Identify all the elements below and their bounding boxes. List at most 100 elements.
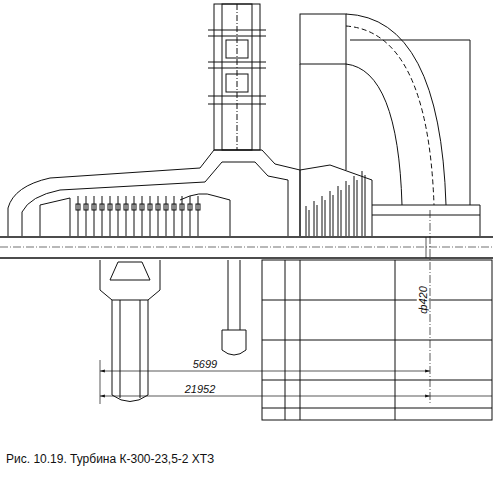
dimension-lines-part [426, 237, 427, 258]
lp-blading-part [314, 201, 315, 236]
hp-blading-part [172, 204, 176, 210]
steam-inlet-stack [208, 4, 266, 150]
crossover-pipe [300, 14, 470, 205]
hp-blading-part [196, 204, 200, 210]
rotor-shaft-part [0, 247, 493, 248]
hp-blading-part [166, 196, 167, 236]
hp-blading-part [198, 196, 199, 236]
front-bearing-part [100, 260, 160, 300]
lp-blading-part [309, 210, 310, 236]
lp-blading-part [346, 181, 347, 236]
crossover-pipe-part [350, 40, 470, 205]
steam-inlet-stack-part [214, 4, 260, 150]
hp-blading-part [78, 196, 79, 236]
hp-blading-part [116, 204, 120, 210]
hp-blading-part [108, 204, 112, 210]
hp-blading [76, 196, 200, 236]
lp-casing-part [300, 165, 372, 236]
hp-blading-part [156, 204, 160, 210]
lp-blading-part [349, 185, 350, 236]
lp-blading-part [322, 196, 323, 236]
lp-blading-part [338, 186, 339, 236]
front-bearing-part [110, 262, 150, 280]
dimension-lines-part [430, 210, 431, 404]
diameter-dimension: ф420 [417, 284, 429, 316]
hp-blading-part [158, 196, 159, 236]
hp-casing [8, 150, 300, 236]
crossover-pipe-part [346, 26, 434, 205]
dimension-lines-part [100, 360, 101, 404]
rotor-shaft [0, 237, 493, 258]
drain-fitting-part [240, 260, 241, 330]
hp-blading-part [86, 196, 87, 236]
hp-blading-part [140, 204, 144, 210]
exhaust-hood-part [262, 408, 492, 409]
crossover-pipe-part [300, 64, 301, 170]
hp-blading-part [182, 196, 183, 236]
crossover-pipe-part [346, 64, 347, 170]
lp-blading-part [333, 195, 334, 236]
rotor-shaft-part [0, 236, 493, 238]
length-dimension: 21952 [183, 383, 218, 395]
length-dimension: 5699 [191, 358, 219, 370]
drain-fitting-part [222, 330, 246, 355]
hp-casing-part [8, 150, 300, 236]
hp-blading-part [132, 204, 136, 210]
lp-casing-part [372, 215, 480, 216]
lp-blading-part [365, 175, 366, 236]
hp-blading-part [92, 204, 96, 210]
lp-blading-part [341, 190, 342, 236]
rotor-shaft-part [0, 257, 493, 259]
hp-casing-part [40, 198, 70, 236]
hp-blading-part [164, 204, 168, 210]
lp-blading-part [330, 191, 331, 236]
steam-inlet-stack-part [222, 4, 252, 150]
steam-inlet-stack-part [208, 36, 266, 37]
lp-blading-part [362, 171, 363, 236]
drain-fitting [222, 260, 246, 355]
hp-blading-part [188, 204, 192, 210]
hp-blading-part [190, 196, 191, 236]
front-bearing [100, 260, 160, 402]
front-bearing-part [140, 300, 141, 398]
figure-caption: Рис. 10.19. Турбина К-300-23,5-2 ХТЗ [6, 452, 214, 466]
steam-inlet-stack-part [237, 4, 238, 150]
hp-blading-part [110, 196, 111, 236]
hp-blading-part [100, 204, 104, 210]
hp-blading-part [84, 204, 88, 210]
lp-blading-part [306, 206, 307, 236]
hp-blading-part [76, 204, 80, 210]
front-bearing-part [120, 300, 121, 398]
lp-blading [306, 171, 365, 236]
hp-blading-part [134, 196, 135, 236]
hp-blading-part [126, 196, 127, 236]
hp-blading-part [180, 204, 184, 210]
drain-fitting-part [228, 260, 229, 330]
lp-blading-part [357, 180, 358, 236]
dimension-lines [100, 210, 492, 404]
lp-casing [300, 165, 480, 236]
exhaust-hood-part [262, 340, 492, 341]
lp-blading-part [317, 205, 318, 236]
hp-blading-part [124, 204, 128, 210]
lp-blading-part [354, 176, 355, 236]
hp-blading-part [148, 204, 152, 210]
exhaust-hood-part [262, 380, 492, 381]
hp-blading-part [174, 196, 175, 236]
dimension-lines-part [430, 396, 492, 397]
hp-blading-part [150, 196, 151, 236]
exhaust-hood-part [262, 300, 492, 301]
hp-blading-part [94, 196, 95, 236]
hp-blading-part [118, 196, 119, 236]
crossover-pipe-part [300, 14, 346, 64]
lp-casing-part [372, 205, 480, 236]
hp-blading-part [142, 196, 143, 236]
hp-casing-part [180, 194, 230, 236]
lp-blading-part [325, 200, 326, 236]
dimension-lines-part [100, 396, 430, 397]
hp-casing-part [22, 162, 288, 236]
hp-blading-part [102, 196, 103, 236]
front-bearing-part [112, 300, 148, 402]
